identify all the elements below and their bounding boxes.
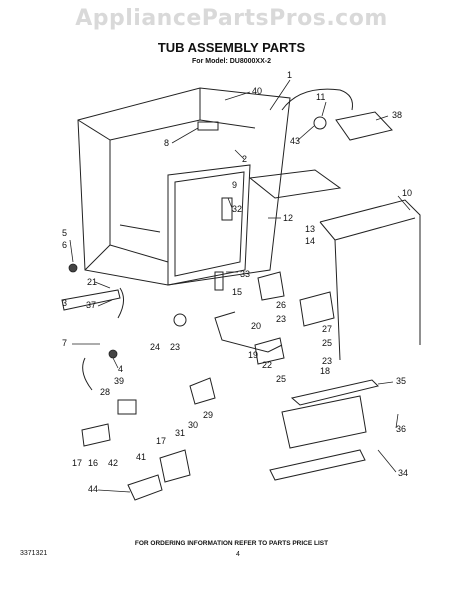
- callout: 24: [150, 342, 160, 352]
- callout: 26: [276, 300, 286, 310]
- callout: 23: [322, 356, 332, 366]
- callout: 38: [392, 110, 402, 120]
- callout: 16: [88, 458, 98, 468]
- callout: 14: [305, 236, 315, 246]
- callout: 20: [251, 321, 261, 331]
- rack-rail-13: [248, 169, 342, 199]
- bar-35: [269, 379, 379, 481]
- callout: 17: [156, 436, 166, 446]
- callout: 18: [320, 366, 330, 376]
- callout: 39: [114, 376, 124, 386]
- callout: 33: [240, 269, 250, 279]
- callout: 25: [276, 374, 286, 384]
- callout: 25: [322, 338, 332, 348]
- callout: 27: [322, 324, 332, 334]
- callout: 23: [276, 314, 286, 324]
- callout: 44: [88, 484, 98, 494]
- ordering-note: FOR ORDERING INFORMATION REFER TO PARTS …: [134, 540, 329, 547]
- leader-lines: [69, 79, 411, 493]
- callout: 34: [398, 468, 408, 478]
- callout: 8: [164, 138, 169, 148]
- callout: 11: [316, 92, 325, 102]
- callout: 2: [242, 154, 247, 164]
- callout: 23: [170, 342, 180, 352]
- callout: 32: [232, 204, 242, 214]
- page-number: 4: [236, 551, 240, 558]
- callout: 19: [248, 350, 258, 360]
- callout: 37: [86, 300, 96, 310]
- watermark: AppliancePartsPros.com: [75, 6, 388, 31]
- callout: 42: [108, 458, 118, 468]
- callout: 4: [118, 364, 123, 374]
- tub-body: [77, 87, 291, 286]
- callout: 15: [232, 287, 242, 297]
- callout: 36: [396, 424, 406, 434]
- callout: 1: [287, 70, 292, 80]
- callout: 22: [262, 360, 272, 370]
- callout: 31: [175, 428, 185, 438]
- callout: 35: [396, 376, 406, 386]
- callout: 41: [136, 452, 146, 462]
- callout: 3: [62, 298, 67, 308]
- callout: 21: [87, 277, 97, 287]
- callout: 30: [188, 420, 198, 430]
- callout: 6: [62, 240, 67, 250]
- callout: 5: [62, 228, 67, 238]
- callout: 10: [402, 188, 412, 198]
- callout-labels: 1 2 3 4 5 6 7 8 9 10 11 12 13 14 15 16 1…: [62, 70, 412, 494]
- callout: 43: [290, 136, 300, 146]
- document-number: 3371321: [20, 550, 48, 557]
- callout: 29: [203, 410, 213, 420]
- hose-38: [281, 88, 393, 141]
- callout: 17: [72, 458, 82, 468]
- small-parts: [61, 121, 335, 501]
- page-title: TUB ASSEMBLY PARTS: [157, 40, 306, 55]
- door-frame-10: [319, 199, 421, 361]
- tube-20: [214, 311, 283, 353]
- callout: 9: [232, 180, 237, 190]
- callout: 28: [100, 387, 110, 397]
- callout: 12: [283, 213, 293, 223]
- callout: 40: [252, 86, 262, 96]
- model-subtitle: For Model: DU8000XX-2: [192, 58, 271, 65]
- callout: 13: [305, 224, 315, 234]
- callout: 7: [62, 338, 67, 348]
